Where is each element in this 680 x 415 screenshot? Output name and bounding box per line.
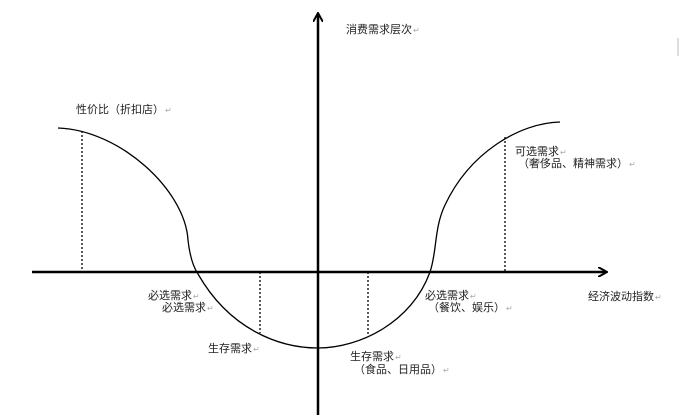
demand-curve bbox=[57, 121, 561, 349]
x-axis-label: 经济波动指数 bbox=[588, 291, 662, 304]
label-survival-left: 生存需求 bbox=[208, 343, 260, 356]
y-axis-label: 消费需求层次 bbox=[346, 24, 420, 37]
label-optional-detail: （奢侈品、精神需求） bbox=[518, 158, 636, 171]
label-essential-right-detail: （餐饮、娱乐） bbox=[428, 302, 513, 315]
label-optional: 可选需求 bbox=[515, 146, 567, 159]
label-survival-right-detail: （食品、日用品） bbox=[354, 364, 450, 377]
label-essential-right: 必选需求 bbox=[425, 290, 477, 303]
label-value-discount: 性价比（折扣店） bbox=[76, 104, 172, 117]
label-survival-right: 生存需求 bbox=[350, 351, 402, 364]
label-essential-left-2: 必选需求 bbox=[162, 302, 214, 315]
label-essential-left-1: 必选需求 bbox=[148, 290, 200, 303]
